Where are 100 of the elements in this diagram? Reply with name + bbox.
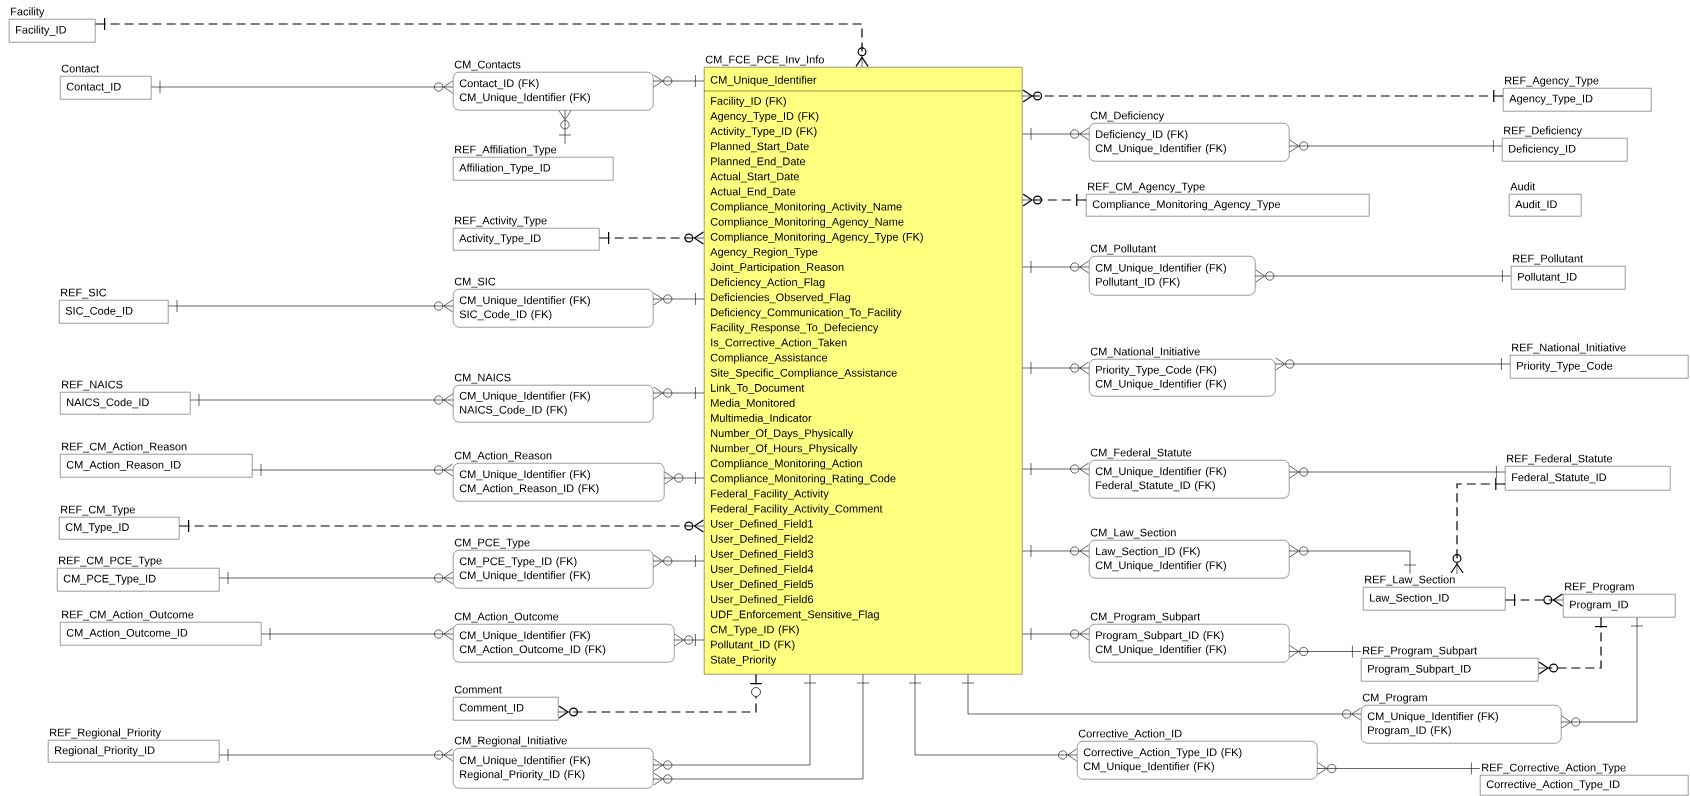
entity-box: Activity_Type_ID — [453, 228, 600, 251]
entity-name: CM_National_Initiative — [1090, 347, 1200, 358]
node-label: Facility_ID (FK) — [711, 96, 786, 108]
entity-name: REF_CM_Action_Outcome — [62, 610, 194, 621]
entity-name: REF_NAICS — [62, 380, 123, 391]
entity-name: CM_Program_Subpart — [1090, 612, 1201, 623]
relationship-line — [1022, 361, 1090, 375]
relationship-line — [261, 627, 454, 641]
entity-name: CM_Program — [1362, 693, 1427, 704]
node-label: User_Defined_Field4 — [711, 564, 814, 576]
entity-box: Facility_ID — [9, 19, 96, 43]
node-label: User_Defined_Field3 — [711, 549, 814, 560]
entity-box: Contact_ID (FK) CM_Unique_Identifier (FK) — [453, 72, 654, 111]
relationship-line — [252, 463, 454, 477]
node-label: User_Defined_Field6 — [711, 595, 814, 606]
node-label: Actual_Start_Date — [710, 172, 799, 183]
relationship-line — [557, 674, 763, 719]
relationship-line — [219, 748, 454, 762]
relationship-line — [1021, 193, 1086, 207]
entity-name: CM_PCE_Type — [454, 538, 530, 549]
relationship-line — [1505, 593, 1564, 607]
entity-name: Corrective_Action_ID — [1078, 729, 1182, 740]
entity-name: REF_Pollutant — [1513, 254, 1584, 265]
entity-name: CM_Pollutant — [1090, 244, 1157, 255]
entity-name: CM_Action_Outcome — [454, 612, 559, 623]
entity-name: REF_National_Initiative — [1512, 343, 1626, 354]
relationship-line — [95, 17, 869, 68]
entity-name: REF_Activity_Type — [455, 216, 547, 227]
entity-box: Agency_Type_ID — [1503, 88, 1652, 112]
entity-name: REF_CM_PCE_Type — [59, 556, 162, 567]
relationship-line — [1560, 617, 1644, 729]
entity-box: CM_Unique_Identifier (FK) CM_Action_Outcome_ID (FK) — [453, 624, 675, 663]
relationship-line — [1450, 477, 1505, 575]
entity-box: Priority_Type_Code (FK) CM_Unique_Identifier (FK) — [1089, 359, 1276, 397]
entity-box: Regional_Priority_ID — [48, 740, 220, 763]
node-label: Is_Corrective_Action_Taken — [711, 338, 847, 349]
entity-name: Comment — [454, 685, 502, 694]
relationship-line — [1022, 127, 1090, 141]
relationship-line — [652, 386, 704, 400]
entity-box: SIC_Code_ID — [59, 300, 169, 324]
relationship-line — [599, 231, 705, 245]
node-label: Pollutant_ID (FK) — [711, 640, 795, 651]
entity-name: REF_CM_Action_Reason — [62, 442, 187, 453]
entity-box: Priority_Type_Code — [1510, 355, 1689, 379]
relationship-line — [652, 674, 817, 772]
entity-box: Pollutant_ID — [1511, 266, 1626, 290]
relationship-line — [1288, 645, 1361, 658]
relationship-line — [179, 519, 705, 533]
entity-name: CM_FCE_PCE_Inv_Info — [705, 55, 824, 66]
entity-name: CM_Deficiency — [1090, 111, 1165, 122]
relationship-line — [1537, 617, 1608, 675]
entity-box: CM_Unique_Identifier (FK) SIC_Code_ID (FK) — [453, 289, 654, 328]
entity-box: CM_Unique_Identifier (FK) CM_Action_Reason_ID (FK) — [453, 463, 665, 502]
relationship-line — [1288, 465, 1505, 479]
entity-box: Audit_ID — [1509, 194, 1582, 217]
relationship-line — [558, 109, 572, 144]
node-label: Site_Specific_Compliance_Assistance — [710, 368, 897, 379]
relationship-line — [908, 674, 1078, 762]
node-label: Federal_Facility_Activity_Comment — [711, 504, 883, 515]
entity-box: Deficiency_ID (FK) CM_Unique_Identifier (FK) — [1089, 123, 1290, 162]
entity-name: CM_Action_Reason — [454, 451, 552, 462]
entity-box: Law_Section_ID (FK) CM_Unique_Identifier (FK) — [1089, 540, 1290, 579]
relationship-line — [1288, 139, 1502, 153]
relationship-line — [1316, 762, 1480, 775]
entity-name: REF_Federal_Statute — [1507, 454, 1613, 465]
relationship-line — [652, 554, 704, 568]
entity-box: NAICS_Code_ID — [60, 392, 191, 415]
entity-box: CM_Unique_Identifier Facility_ID (FK) Agency_Type_ID (FK) Activity_Type_ID (FK) Planned_Start_Date Planned_End_Date Actual_Start_Date Actual_End_Date Compliance_Monitoring_Activity_Name Compliance_Monitoring_Agency_Name Compliance_Monitoring_Agency_Type (FK) Agency_Region_Type Joint_Participation_Reason Deficiency_Action_Flag Deficiencies_Observed_Flag Deficiency_Communication_To_Facility Facility_Response_To_Defeciency Is_Corrective_Action_Taken Compliance_Assistance Site_Specific_Compliance_Assistance Link_To_Document Media_Monitored Multimedia_Indicator Number_Of_Days_Physically Number_Of_Hours_Physically Compliance_Monitoring_Action Compliance_Monitoring_Rating_Code Federal_Facility_Activity Federal_Facility_Activity_Comment User_Defined_Field1 User_Defined_Field2 User_Defined_Field3 User_Defined_Field4 User_Defined_Field5 User_Defined_Field6 UDF_Enforcement_Sensitive_Flag CM_Type_ID (FK) Pollutant_ID (FK) State_Priority — [704, 67, 1023, 675]
entity-box: CM_Unique_Identifier (FK) Regional_Priority_ID (FK) — [453, 748, 654, 789]
relationship-line — [652, 674, 870, 786]
entity-name: REF_Program — [1565, 582, 1634, 593]
node-label: Agency_Region_Type — [710, 247, 818, 259]
node-label: Number_Of_Days_Physically — [711, 428, 854, 440]
entity-name: REF_Deficiency — [1504, 126, 1583, 137]
node-label: Compliance_Monitoring_Agency_Name — [710, 217, 904, 228]
node-label: State_Priority — [710, 655, 777, 666]
entity-box: CM_Unique_Identifier (FK) Program_ID (FK) — [1361, 705, 1562, 744]
entity-name: CM_Federal_Statute — [1090, 448, 1192, 459]
relationship-line — [1288, 544, 1417, 574]
relationship-line — [652, 292, 704, 306]
entity-name: CM_Law_Section — [1090, 528, 1176, 539]
node-label: Media_Monitored — [711, 398, 795, 409]
relationship-line — [219, 571, 454, 585]
entity-name: REF_Regional_Priority — [50, 728, 162, 739]
entity-box: CM_Unique_Identifier (FK) Federal_Statute_ID (FK) — [1089, 460, 1290, 499]
node-label: Agency_Type_ID (FK) — [710, 111, 819, 123]
relationship-line — [663, 471, 704, 485]
entity-box: CM_Unique_Identifier (FK) Pollutant_ID (FK) — [1089, 256, 1256, 296]
node-label: Link_To_Document — [711, 383, 805, 394]
node-label: Deficiencies_Observed_Flag — [711, 293, 851, 304]
node-label: Compliance_Monitoring_Activity_Name — [710, 202, 902, 213]
node-label: UDF_Enforcement_Sensitive_Flag — [711, 610, 879, 621]
node-label: Compliance_Monitoring_Agency_Type (FK) — [710, 232, 923, 243]
entity-name: Audit — [1510, 182, 1536, 191]
entity-box: CM_Type_ID — [59, 517, 180, 540]
entity-name: CM_SIC — [454, 277, 496, 288]
entity-box: Federal_Statute_ID — [1505, 466, 1671, 491]
entity-name: REF_Program_Subpart — [1363, 646, 1478, 657]
entity-name: REF_Affiliation_Type — [455, 145, 557, 156]
entity-box: Affiliation_Type_ID — [453, 157, 614, 181]
